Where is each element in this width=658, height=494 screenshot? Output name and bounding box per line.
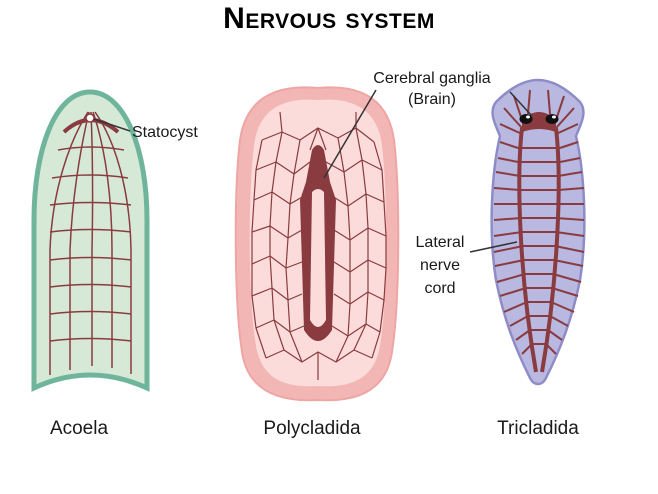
right-eye-icon: [545, 114, 559, 124]
lateral-label: Lateral: [416, 234, 465, 251]
statocyst-label: Statocyst: [132, 124, 198, 141]
polycladida-name: Polycladida: [263, 418, 361, 439]
tricladida-name: Tricladida: [497, 418, 579, 439]
acoela-name: Acoela: [50, 418, 109, 439]
statocyst-pointer: [93, 118, 131, 132]
cerebral-ganglia-label: Cerebral ganglia: [373, 70, 491, 87]
polyclad-brain: [306, 145, 330, 182]
triclad-figure: [469, 78, 586, 386]
polyclad-inner-body: [249, 99, 387, 387]
polyclad-nerve-net: [251, 111, 387, 380]
polyclad-figure: [234, 86, 400, 402]
triclad-lateral-branches: [493, 141, 585, 355]
acoela-figure: [31, 89, 150, 392]
polyclad-nerve-cords: [300, 176, 336, 341]
polyclad-ganglia-pointer: [323, 89, 377, 179]
lateral-nerve-cord-pointer: [469, 241, 518, 253]
triclad-head-nerves: [499, 89, 579, 135]
right-eye-highlight: [552, 115, 556, 119]
triclad-nerve-cords: [517, 127, 561, 373]
left-eye-highlight: [526, 115, 530, 119]
triclad-commissures: [518, 147, 560, 345]
triclad-ganglia-pointer: [509, 91, 533, 117]
cord-label: cord: [424, 280, 455, 297]
nerve-label: nerve: [420, 257, 460, 274]
brain-label: (Brain): [408, 91, 456, 108]
page-title: Nervous system: [223, 2, 435, 35]
statocyst-icon: [85, 113, 95, 123]
